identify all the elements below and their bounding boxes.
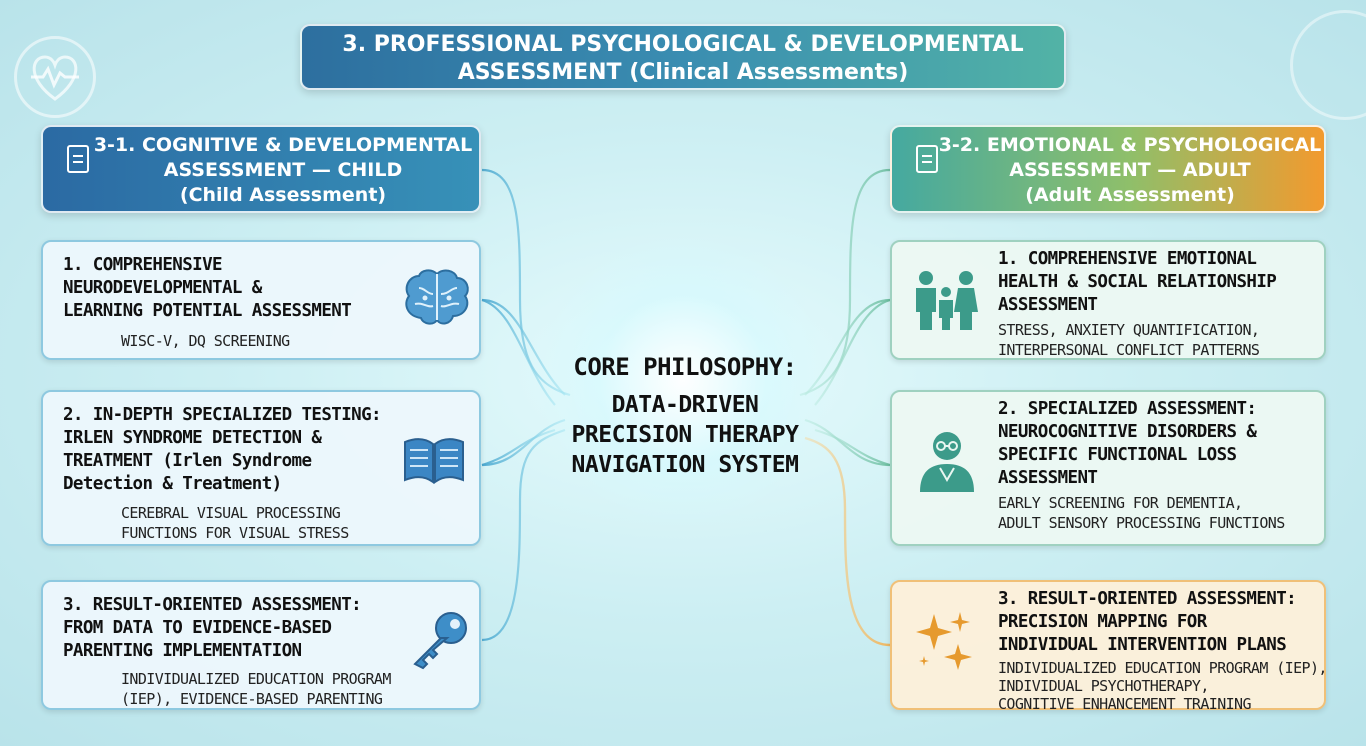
- card-title-line: NEURODEVELOPMENTAL &: [63, 278, 262, 298]
- child-assessment-header: 3-1. COGNITIVE & DEVELOPMENTAL ASSESSMEN…: [41, 125, 481, 213]
- card-title-line: 3. RESULT-ORIENTED ASSESSMENT:: [63, 595, 362, 615]
- adult-card-neurocognitive: 2. SPECIALIZED ASSESSMENT: NEUROCOGNITIV…: [890, 390, 1326, 546]
- child-header-line3: (Child Assessment): [179, 184, 387, 206]
- heart-pulse-icon: [14, 36, 96, 118]
- sparkle-icon: [916, 612, 972, 670]
- key-icon: [413, 612, 467, 670]
- document-icon: [67, 145, 89, 173]
- card-title-line: LEARNING POTENTIAL ASSESSMENT: [63, 301, 352, 321]
- adult-card-result-oriented: 3. RESULT-ORIENTED ASSESSMENT: PRECISION…: [890, 580, 1328, 713]
- card-title-line: ASSESSMENT: [998, 468, 1098, 488]
- card-detail: INDIVIDUALIZED EDUCATION PROGRAM (IEP), …: [121, 669, 421, 709]
- core-philosophy-label: CORE PHILOSOPHY:: [573, 353, 797, 381]
- card-detail: CEREBRAL VISUAL PROCESSING FUNCTIONS FOR…: [121, 503, 421, 543]
- main-title-line2: ASSESSMENT (Clinical Assessments): [457, 60, 909, 85]
- card-detail: INDIVIDUALIZED EDUCATION PROGRAM (IEP), …: [998, 659, 1328, 713]
- child-header-line1: 3-1. COGNITIVE & DEVELOPMENTAL: [93, 134, 473, 156]
- card-title-line: SPECIFIC FUNCTIONAL LOSS: [998, 445, 1237, 465]
- core-philosophy-text: DATA-DRIVEN PRECISION THERAPY NAVIGATION…: [540, 390, 830, 480]
- card-detail-line: INTERPERSONAL CONFLICT PATTERNS: [998, 341, 1260, 359]
- core-philosophy: CORE PHILOSOPHY: DATA-DRIVEN PRECISION T…: [540, 352, 830, 480]
- card-title-line: PRECISION MAPPING FOR: [998, 612, 1207, 632]
- card-title-line: PARENTING IMPLEMENTATION: [63, 641, 302, 661]
- elder-icon: [920, 432, 974, 492]
- main-title: 3. PROFESSIONAL PSYCHOLOGICAL & DEVELOPM…: [300, 24, 1066, 90]
- card-detail-line: ADULT SENSORY PROCESSING FUNCTIONS: [998, 514, 1285, 532]
- child-header-line2: ASSESSMENT — CHILD: [163, 159, 403, 181]
- card-detail-line: COGNITIVE ENHANCEMENT TRAINING: [998, 695, 1252, 713]
- core-line: NAVIGATION SYSTEM: [571, 452, 799, 478]
- card-detail-line: INDIVIDUALIZED EDUCATION PROGRAM: [121, 670, 391, 688]
- card-detail-line: WISC-V, DQ SCREENING: [121, 332, 290, 350]
- card-title-line: IRLEN SYNDROME DETECTION &: [63, 428, 322, 448]
- card-title-line: 3. RESULT-ORIENTED ASSESSMENT:: [998, 589, 1297, 609]
- core-line: DATA-DRIVEN: [611, 392, 759, 418]
- center-glow: [533, 230, 833, 530]
- child-card-result-oriented: 3. RESULT-ORIENTED ASSESSMENT: FROM DATA…: [41, 580, 481, 710]
- card-detail-line: FUNCTIONS FOR VISUAL STRESS: [121, 524, 349, 542]
- card-detail-line: INDIVIDUALIZED EDUCATION PROGRAM (IEP),: [998, 659, 1327, 677]
- card-title: 1. COMPREHENSIVE NEURODEVELOPMENTAL & LE…: [63, 254, 403, 323]
- card-title-line: 2. SPECIALIZED ASSESSMENT:: [998, 399, 1257, 419]
- card-title-line: HEALTH & SOCIAL RELATIONSHIP: [998, 272, 1277, 292]
- book-icon: [404, 438, 464, 484]
- core-line: PRECISION THERAPY: [571, 422, 799, 448]
- card-detail: WISC-V, DQ SCREENING: [121, 331, 421, 351]
- adult-header-line2: ASSESSMENT — ADULT: [1009, 159, 1251, 181]
- card-title-line: INDIVIDUAL INTERVENTION PLANS: [998, 635, 1287, 655]
- adult-header-line1: 3-2. EMOTIONAL & PSYCHOLOGICAL: [938, 134, 1322, 156]
- card-title-line: TREATMENT (Irlen Syndrome: [63, 451, 312, 471]
- adult-assessment-header: 3-2. EMOTIONAL & PSYCHOLOGICAL ASSESSMEN…: [890, 125, 1326, 213]
- main-title-line1: 3. PROFESSIONAL PSYCHOLOGICAL & DEVELOPM…: [342, 32, 1024, 57]
- card-title: 3. RESULT-ORIENTED ASSESSMENT: FROM DATA…: [63, 594, 403, 663]
- card-title-line: NEUROCOGNITIVE DISORDERS &: [998, 422, 1257, 442]
- adult-card-emotional-health: 1. COMPREHENSIVE EMOTIONAL HEALTH & SOCI…: [890, 240, 1326, 360]
- card-title: 2. IN-DEPTH SPECIALIZED TESTING: IRLEN S…: [63, 404, 403, 496]
- document-icon: [916, 145, 938, 173]
- card-detail: EARLY SCREENING FOR DEMENTIA, ADULT SENS…: [998, 493, 1328, 533]
- card-title: 1. COMPREHENSIVE EMOTIONAL HEALTH & SOCI…: [998, 248, 1318, 317]
- child-card-neurodevelopmental: 1. COMPREHENSIVE NEURODEVELOPMENTAL & LE…: [41, 240, 481, 360]
- child-card-irlen-syndrome: 2. IN-DEPTH SPECIALIZED TESTING: IRLEN S…: [41, 390, 481, 546]
- card-detail-line: STRESS, ANXIETY QUANTIFICATION,: [998, 321, 1260, 339]
- card-detail-line: CEREBRAL VISUAL PROCESSING: [121, 504, 341, 522]
- card-detail: STRESS, ANXIETY QUANTIFICATION, INTERPER…: [998, 320, 1328, 360]
- card-title-line: FROM DATA TO EVIDENCE-BASED: [63, 618, 332, 638]
- card-title-line: ASSESSMENT: [998, 295, 1098, 315]
- family-icon: [916, 271, 978, 330]
- card-title-line: 1. COMPREHENSIVE: [63, 255, 223, 275]
- card-title: 3. RESULT-ORIENTED ASSESSMENT: PRECISION…: [998, 588, 1318, 657]
- adult-header-line3: (Adult Assessment): [1025, 184, 1235, 206]
- card-detail-line: EARLY SCREENING FOR DEMENTIA,: [998, 494, 1243, 512]
- card-title: 2. SPECIALIZED ASSESSMENT: NEUROCOGNITIV…: [998, 398, 1318, 490]
- card-detail-line: INDIVIDUAL PSYCHOTHERAPY,: [998, 677, 1209, 695]
- brain-icon: [405, 269, 469, 325]
- card-detail-line: (IEP), EVIDENCE-BASED PARENTING: [121, 690, 383, 708]
- card-title-line: 1. COMPREHENSIVE EMOTIONAL: [998, 249, 1257, 269]
- card-title-line: Detection & Treatment): [63, 474, 282, 494]
- card-title-line: 2. IN-DEPTH SPECIALIZED TESTING:: [63, 405, 382, 425]
